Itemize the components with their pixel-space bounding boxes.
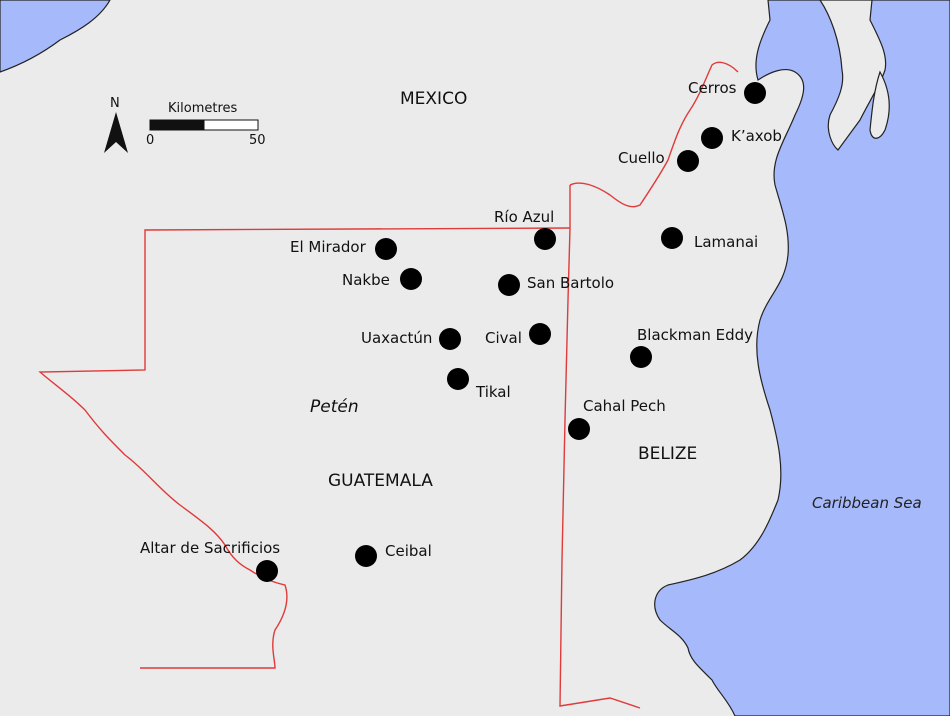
site-label-cerros: Cerros <box>688 79 737 97</box>
island <box>869 70 890 139</box>
country-label-guatemala: GUATEMALA <box>328 471 433 491</box>
site-dot-san-bartolo <box>498 274 520 296</box>
site-dot-el-mirador <box>375 238 397 260</box>
site-dot-blackman-eddy <box>630 346 652 368</box>
region-label-peten: Petén <box>310 397 359 417</box>
site-label-cival: Cival <box>485 329 522 347</box>
border-mexico-guatemala <box>38 227 571 669</box>
water-top-left <box>0 0 111 73</box>
site-label-blackman-eddy: Blackman Eddy <box>637 326 754 344</box>
scale-max: 50 <box>249 133 266 148</box>
site-dot-kaxob <box>701 127 723 149</box>
site-label-san-bartolo: San Bartolo <box>527 274 615 292</box>
border-mexico-belize <box>569 61 739 208</box>
caribbean-sea <box>654 0 950 716</box>
site-label-cuello: Cuello <box>618 149 665 167</box>
site-markers <box>256 82 766 582</box>
site-label-ceibal: Ceibal <box>385 542 432 560</box>
scale-title: Kilometres <box>168 101 238 116</box>
site-label-uaxactun: Uaxactún <box>361 329 433 347</box>
north-arrow-icon-right <box>116 112 128 153</box>
site-dot-cival <box>529 323 551 345</box>
site-label-lamanai: Lamanai <box>694 233 759 251</box>
site-dot-tikal <box>447 368 469 390</box>
country-label-mexico: MEXICO <box>400 89 468 109</box>
scale-bar-light <box>203 119 259 131</box>
site-label-cahal-pech: Cahal Pech <box>583 397 666 415</box>
site-label-el-mirador: El Mirador <box>290 238 366 256</box>
site-dot-cerros <box>744 82 766 104</box>
scale-bar-dark <box>149 119 205 131</box>
scale-min: 0 <box>146 133 155 148</box>
site-label-rio-azul: Río Azul <box>494 208 555 226</box>
border-guatemala-belize <box>559 185 641 709</box>
site-label-nakbe: Nakbe <box>342 271 390 289</box>
site-dot-cahal-pech <box>568 418 590 440</box>
country-label-belize: BELIZE <box>638 444 698 464</box>
site-label-kaxob: K’axob <box>731 127 782 145</box>
site-dot-rio-azul <box>534 228 556 250</box>
site-dot-cuello <box>677 150 699 172</box>
site-dot-uaxactun <box>439 328 461 350</box>
site-dot-nakbe <box>400 268 422 290</box>
north-label: N <box>110 96 120 111</box>
northern-peninsula <box>819 0 887 151</box>
site-dot-altar-de-sacrificios <box>256 560 278 582</box>
north-arrow-icon <box>104 112 116 153</box>
sea-label: Caribbean Sea <box>812 494 922 512</box>
site-dot-lamanai <box>661 227 683 249</box>
site-dot-ceibal <box>355 545 377 567</box>
site-label-altar-de-sacrificios: Altar de Sacrificios <box>140 539 281 557</box>
site-label-tikal: Tikal <box>476 383 511 401</box>
